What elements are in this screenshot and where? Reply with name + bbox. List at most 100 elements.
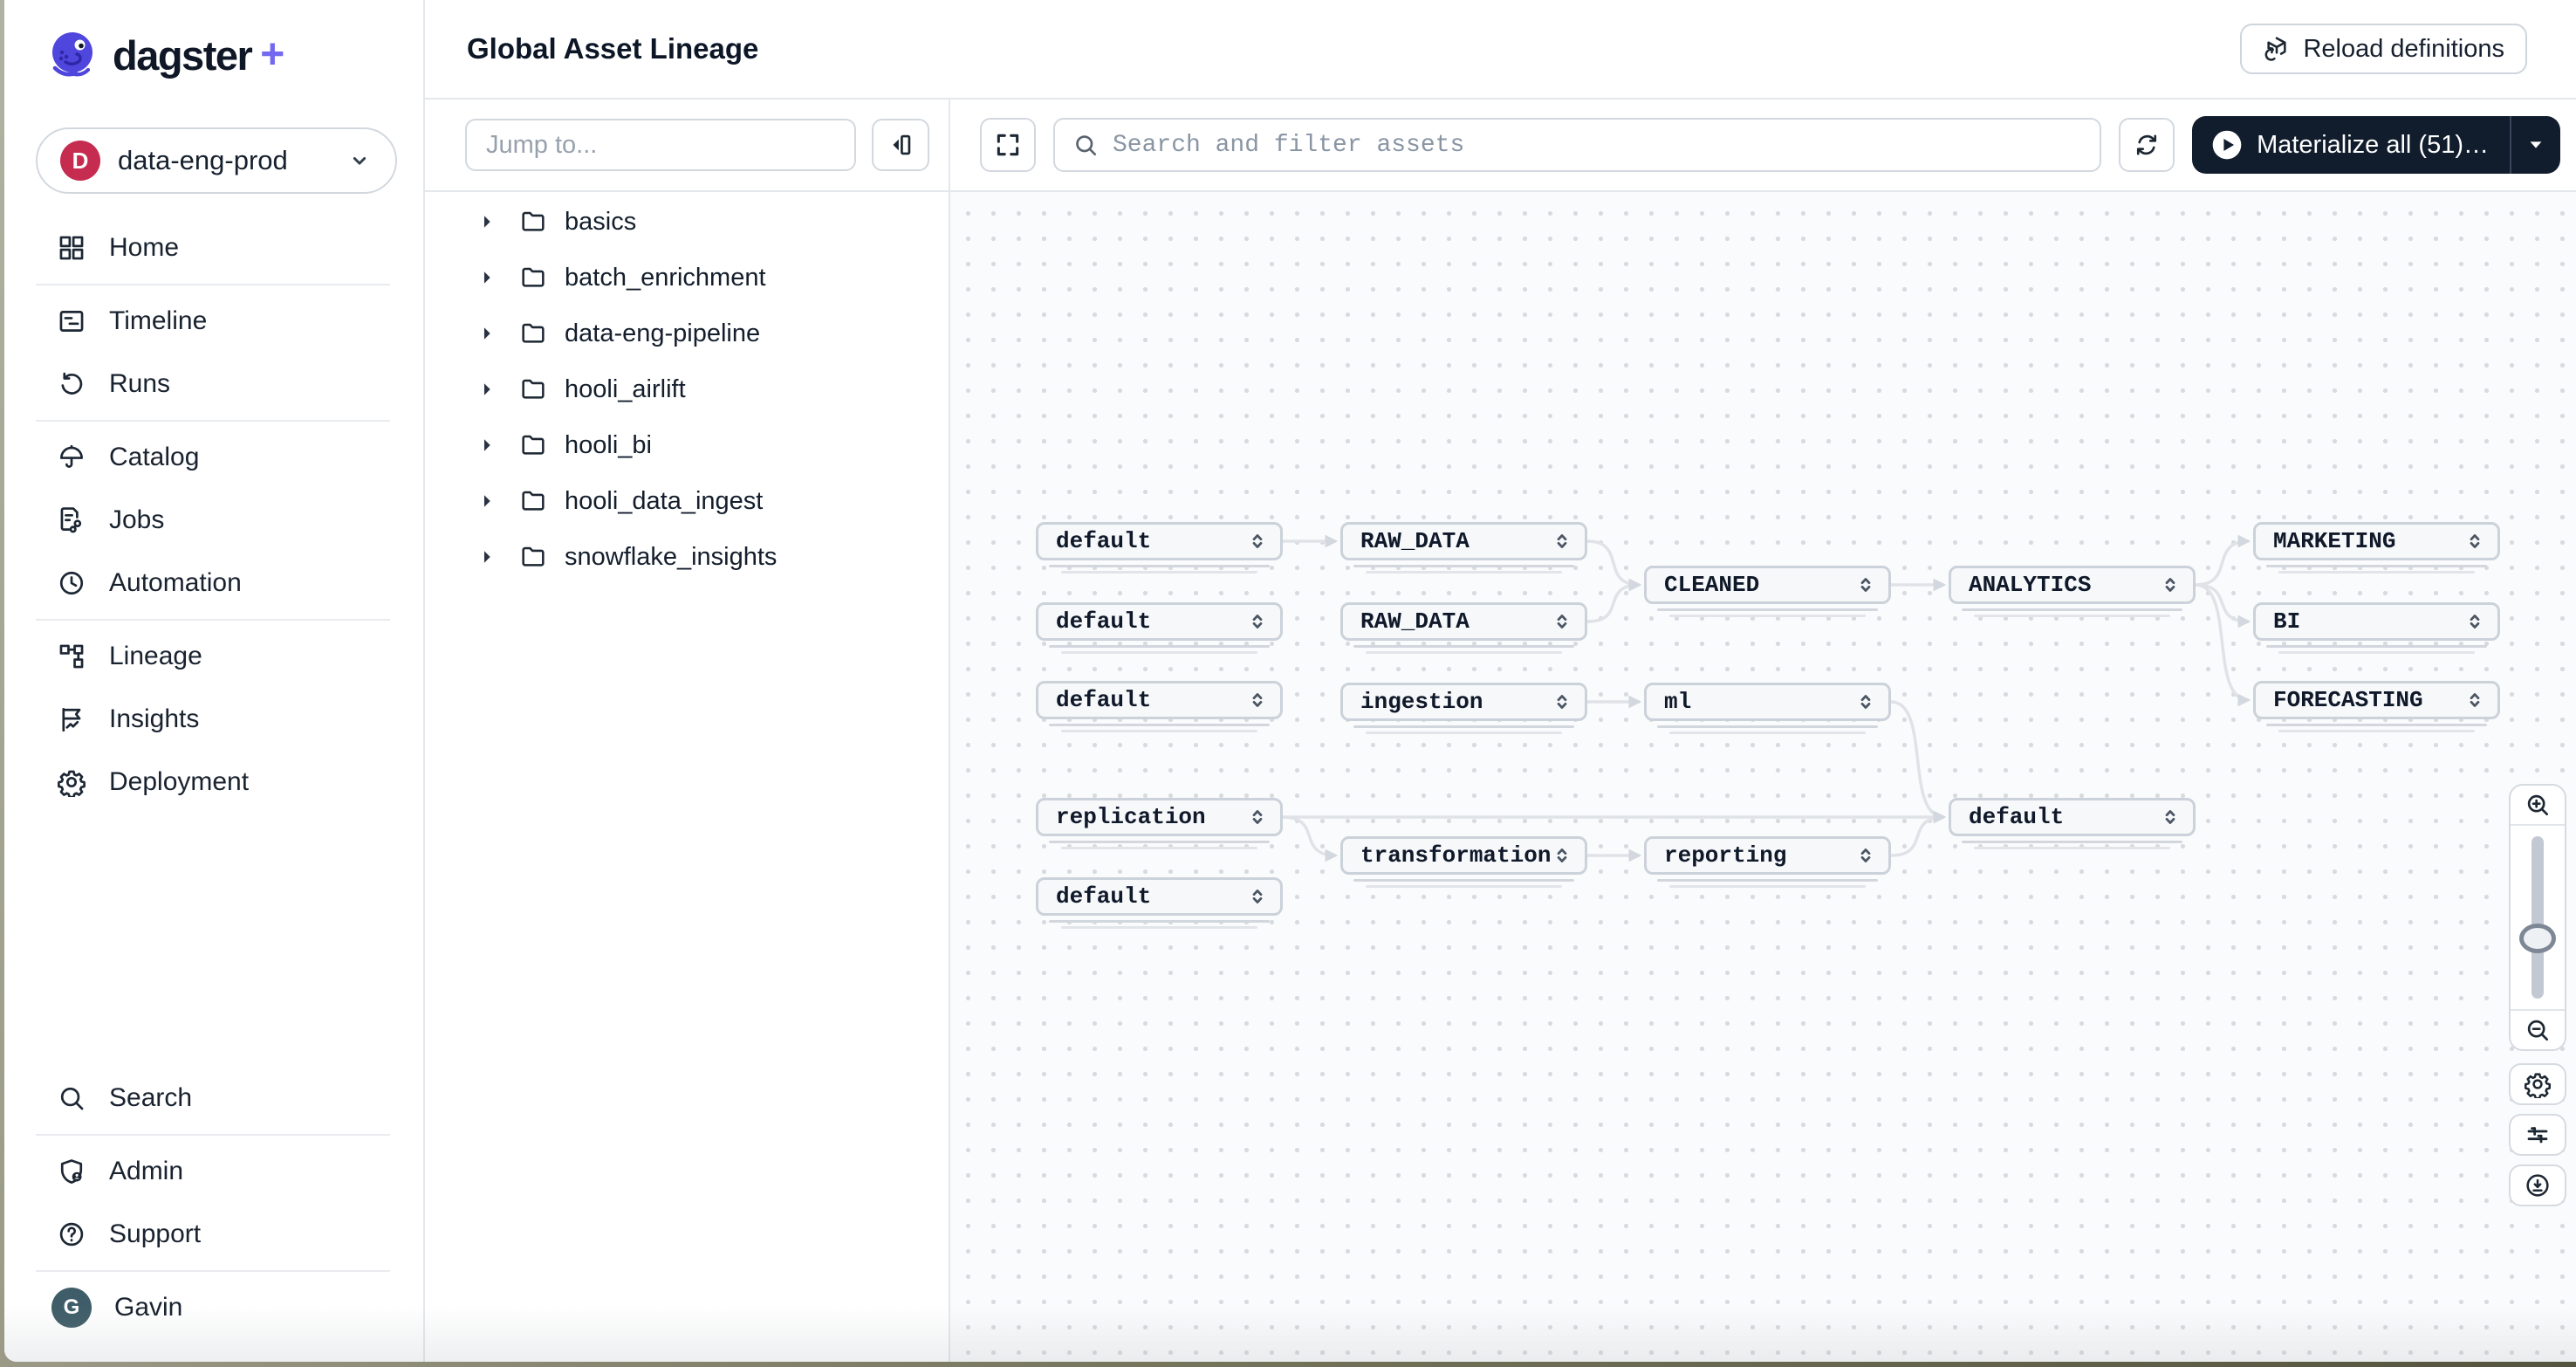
sidebar-item-gavin[interactable]: G Gavin xyxy=(4,1276,421,1339)
materialize-caret-button[interactable] xyxy=(2511,116,2560,174)
unfold-node-icon[interactable] xyxy=(1245,884,1270,909)
graph-node-transformation[interactable]: transformation xyxy=(1340,836,1587,888)
sidebar-item-home[interactable]: Home xyxy=(4,216,421,279)
sidebar-item-support[interactable]: Support xyxy=(4,1203,421,1266)
caret-right-icon[interactable] xyxy=(476,434,498,457)
edge-rd2-cl xyxy=(1586,578,1642,623)
dagster-logo[interactable]: dagster + xyxy=(48,30,284,80)
graph-node-default[interactable]: default xyxy=(1036,522,1283,574)
folder-icon xyxy=(519,264,547,292)
zoom-slider-handle[interactable] xyxy=(2519,924,2556,953)
folder-row-hooli_airlift[interactable]: hooli_airlift xyxy=(425,361,949,417)
folder-row-hooli_data_ingest[interactable]: hooli_data_ingest xyxy=(425,473,949,529)
sidebar-item-label: Jobs xyxy=(109,505,165,534)
edge-an-mk xyxy=(2195,534,2251,587)
graph-node-default[interactable]: default xyxy=(1036,602,1283,654)
sidebar-item-lineage[interactable]: Lineage xyxy=(4,625,421,688)
folder-label: hooli_data_ingest xyxy=(565,486,764,515)
reload-definitions-button[interactable]: Reload definitions xyxy=(2240,24,2527,74)
unfold-node-icon[interactable] xyxy=(1550,690,1574,714)
refresh-button[interactable] xyxy=(2119,118,2175,172)
folder-row-data-eng-pipeline[interactable]: data-eng-pipeline xyxy=(425,306,949,361)
sidebar-item-runs[interactable]: Runs xyxy=(4,353,421,416)
sidebar-item-admin[interactable]: Admin xyxy=(4,1140,421,1203)
sidebar-item-deployment[interactable]: Deployment xyxy=(4,751,421,814)
caret-right-icon[interactable] xyxy=(476,322,498,345)
caret-right-icon[interactable] xyxy=(476,490,498,512)
admin-icon xyxy=(57,1157,86,1186)
sidebar-item-catalog[interactable]: Catalog xyxy=(4,426,421,489)
sidebar-item-label: Gavin xyxy=(114,1293,183,1322)
materialize-all-button[interactable]: Materialize all (51)… xyxy=(2192,116,2510,174)
folder-row-hooli_bi[interactable]: hooli_bi xyxy=(425,417,949,473)
graph-node-ml[interactable]: ml xyxy=(1644,683,1891,734)
deployment-selector[interactable]: D data-eng-prod xyxy=(36,127,397,194)
folder-icon xyxy=(519,543,547,571)
fullscreen-button[interactable] xyxy=(980,118,1036,172)
graph-node-forecasting[interactable]: FORECASTING xyxy=(2253,681,2500,732)
zoom-out-button[interactable] xyxy=(2511,1009,2565,1049)
unfold-node-icon[interactable] xyxy=(2463,688,2487,712)
sidebar-item-insights[interactable]: Insights xyxy=(4,688,421,751)
graph-node-replication[interactable]: replication xyxy=(1036,798,1283,849)
graph-node-ingestion[interactable]: ingestion xyxy=(1340,683,1587,734)
graph-node-raw_data[interactable]: RAW_DATA xyxy=(1340,522,1587,574)
jump-to-input[interactable] xyxy=(465,119,856,171)
zoom-in-button[interactable] xyxy=(2511,786,2565,826)
graph-node-default[interactable]: default xyxy=(1949,798,2196,849)
user-avatar: G xyxy=(51,1288,92,1328)
asset-search xyxy=(1053,118,2102,172)
zoom-slider[interactable] xyxy=(2511,826,2565,1009)
graph-node-default[interactable]: default xyxy=(1036,877,1283,929)
zoom-in-icon xyxy=(2524,791,2552,819)
sidebar-divider xyxy=(36,1134,390,1136)
unfold-node-icon[interactable] xyxy=(1853,843,1878,868)
edge-an-bi xyxy=(2195,583,2251,629)
download-button[interactable] xyxy=(2509,1164,2566,1206)
unfold-node-icon[interactable] xyxy=(2463,609,2487,634)
graph-node-default[interactable]: default xyxy=(1036,681,1283,732)
unfold-node-icon[interactable] xyxy=(1245,805,1270,829)
folder-label: hooli_airlift xyxy=(565,374,686,403)
sidebar-item-automation[interactable]: Automation xyxy=(4,552,421,615)
graph-node-bi[interactable]: BI xyxy=(2253,602,2500,654)
node-label: default xyxy=(1056,687,1152,713)
unfold-node-icon[interactable] xyxy=(2158,805,2182,829)
unfold-node-icon[interactable] xyxy=(1853,690,1878,714)
caret-right-icon[interactable] xyxy=(476,266,498,289)
graph-node-reporting[interactable]: reporting xyxy=(1644,836,1891,888)
unfold-node-icon[interactable] xyxy=(1550,529,1574,553)
caret-right-icon[interactable] xyxy=(476,210,498,233)
unfold-node-icon[interactable] xyxy=(1245,688,1270,712)
graph-node-marketing[interactable]: MARKETING xyxy=(2253,522,2500,574)
asset-search-input[interactable] xyxy=(1111,130,2083,160)
unfold-node-icon[interactable] xyxy=(1245,529,1270,553)
unfold-node-icon[interactable] xyxy=(1853,573,1878,597)
unfold-node-icon[interactable] xyxy=(1245,609,1270,634)
unfold-node-icon[interactable] xyxy=(1550,609,1574,634)
unfold-node-icon[interactable] xyxy=(2463,529,2487,553)
sidebar-item-jobs[interactable]: Jobs xyxy=(4,489,421,552)
page-title: Global Asset Lineage xyxy=(467,32,759,65)
graph-filters-button[interactable] xyxy=(2509,1114,2566,1156)
sidebar-item-label: Insights xyxy=(109,704,200,733)
caret-right-icon[interactable] xyxy=(476,378,498,401)
caret-right-icon[interactable] xyxy=(476,546,498,568)
unfold-node-icon[interactable] xyxy=(2158,573,2182,597)
graph-node-raw_data[interactable]: RAW_DATA xyxy=(1340,602,1587,654)
sidebar-item-timeline[interactable]: Timeline xyxy=(4,290,421,353)
collapse-panel-button[interactable] xyxy=(872,119,929,171)
folder-row-batch_enrichment[interactable]: batch_enrichment xyxy=(425,250,949,306)
graph-node-cleaned[interactable]: CLEANED xyxy=(1644,566,1891,617)
sidebar-item-search[interactable]: Search xyxy=(4,1067,421,1130)
chevron-down-icon xyxy=(346,148,373,174)
folder-row-basics[interactable]: basics xyxy=(425,194,949,250)
sidebar-divider xyxy=(36,1270,390,1272)
folder-row-snowflake_insights[interactable]: snowflake_insights xyxy=(425,529,949,585)
node-label: ingestion xyxy=(1360,689,1483,715)
unfold-node-icon[interactable] xyxy=(1550,843,1574,868)
graph-settings-button[interactable] xyxy=(2509,1063,2566,1105)
graph-node-analytics[interactable]: ANALYTICS xyxy=(1949,566,2196,617)
